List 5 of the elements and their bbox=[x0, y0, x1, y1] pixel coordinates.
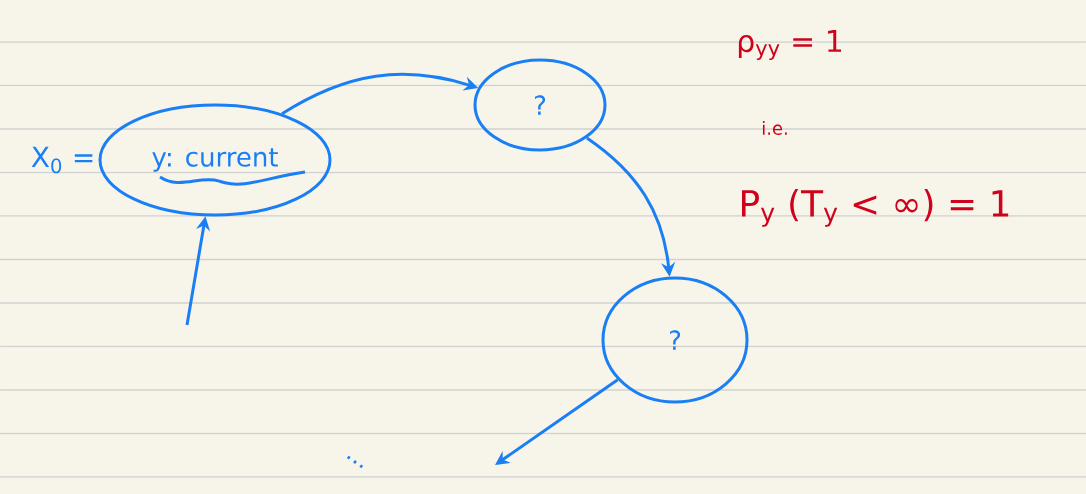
note-text: ρ$_{yy}$ = 1 bbox=[738, 30, 842, 60]
note-text: P$_{y}$ (T$_{y}$ < ∞) = 1 bbox=[742, 189, 1009, 227]
note-text: ... bbox=[346, 455, 364, 469]
beside-label: X$_{0}$ = bbox=[31, 146, 93, 174]
note-text: i.e. bbox=[762, 121, 787, 135]
